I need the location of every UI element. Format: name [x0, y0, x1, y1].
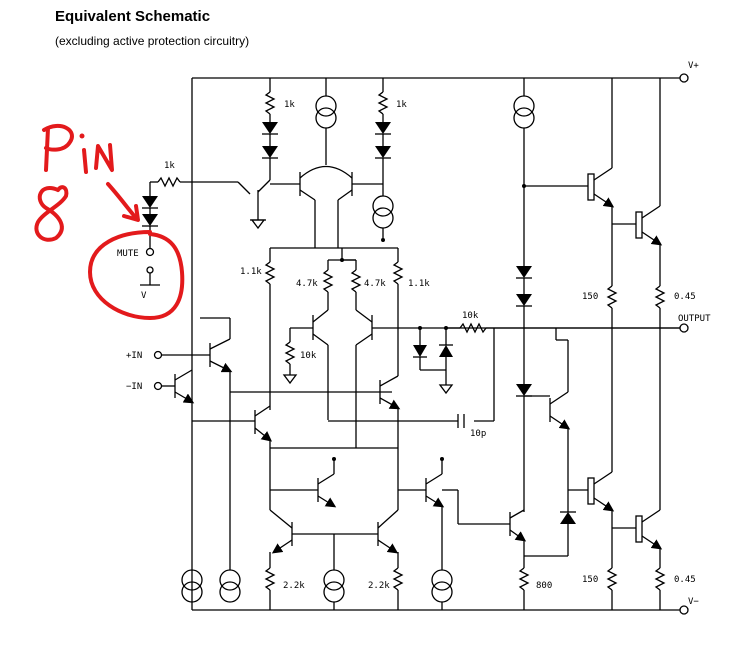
- output-stage-lower: [568, 328, 666, 610]
- r-4-7k-a-label: 4.7k: [296, 279, 318, 289]
- mute-resistor-1k: [149, 176, 238, 196]
- input-plus: [153, 350, 210, 360]
- driver-column: [513, 78, 576, 557]
- mute-vminus-label: V: [141, 291, 147, 301]
- r-1-1k-a-label: 1.1k: [240, 267, 262, 277]
- r-150-top-label: 150: [582, 292, 598, 302]
- r-1-1k-b-label: 1.1k: [408, 279, 430, 289]
- schematic-title: Equivalent Schematic: [55, 8, 211, 25]
- top-right-bias-stack: [372, 78, 394, 242]
- output-stage-upper: [524, 78, 666, 328]
- vminus-label: V−: [688, 597, 699, 607]
- r-22k-a-label: 2.2k: [283, 581, 305, 591]
- top-diff-pair: [270, 165, 383, 248]
- c-10p-label: 10p: [470, 429, 486, 439]
- mute-transistor: [237, 170, 271, 230]
- vas-transistor: [442, 489, 530, 610]
- input-transistor-b: [200, 317, 233, 570]
- top-left-bias-stack: [262, 78, 278, 170]
- top-current-source: [315, 78, 337, 165]
- input-transistor-a: [174, 369, 195, 404]
- mid-resistor-bank: [264, 247, 404, 410]
- r-045-bot-label: 0.45: [674, 575, 696, 585]
- r-22k-b-label: 2.2k: [368, 581, 390, 591]
- r-1k-top-b-label: 1k: [396, 100, 407, 110]
- in-minus-label: −IN: [126, 382, 142, 392]
- r-10k-low-label: 10k: [300, 351, 317, 361]
- schematic-subtitle: (excluding active protection circuitry): [55, 34, 250, 48]
- output-label: OUTPUT: [678, 314, 711, 324]
- r-4-7k-b-label: 4.7k: [364, 279, 386, 289]
- supply-rails: [191, 73, 689, 615]
- bottom-bias-elements: [181, 506, 453, 610]
- handwritten-annotation: [34, 123, 185, 320]
- r-1k-left-label: 1k: [164, 161, 175, 171]
- r-045-top-label: 0.45: [674, 292, 696, 302]
- r-800-label: 800: [536, 581, 552, 591]
- r-150-bot-label: 150: [582, 575, 598, 585]
- mute-label: MUTE: [117, 249, 139, 259]
- r-1k-top-a-label: 1k: [284, 100, 295, 110]
- feedback-network: [328, 322, 680, 428]
- r-10k-fb-label: 10k: [462, 311, 479, 321]
- input-minus: [153, 381, 175, 391]
- current-mirror: [269, 457, 445, 568]
- mute-vminus-terminal: [140, 266, 160, 286]
- mute-pin[interactable]: [145, 247, 155, 257]
- in-plus-label: +IN: [126, 351, 142, 361]
- vplus-label: V+: [688, 61, 699, 71]
- mid-transistors: [254, 300, 401, 490]
- mute-diodes: [142, 196, 158, 248]
- second-stage-pair: [282, 292, 400, 448]
